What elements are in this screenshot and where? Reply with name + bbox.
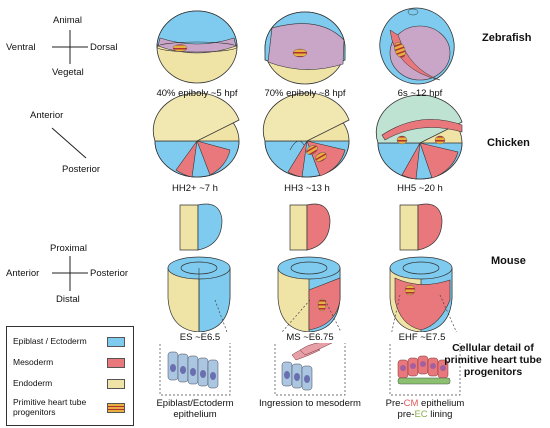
legend-label-ectoderm: Epiblast / Ectoderm [13,336,87,346]
cell-detail-ingression [281,342,333,391]
pre-ec-suffix: lining [427,409,453,420]
axis-label-ventral: Ventral [6,42,36,53]
zebrafish-embryo-70-epiboly [264,11,346,85]
cell-detail-pre-cm [397,355,451,385]
pre-ec-ec: EC [414,409,428,420]
zebrafish-embryo-6s [379,7,455,85]
stage-zebrafish-2: 70% epiboly ~8 hpf [264,88,346,99]
legend-label-mesoderm: Mesoderm [13,357,54,367]
axis-label-proximal: Proximal [50,243,87,254]
stage-mouse-2: MS ~E6.75 [260,332,360,343]
axis-label-anterior: Anterior [30,110,64,121]
axis-label-anterior-mouse: Anterior [6,268,40,279]
axis-label-vegetal: Vegetal [52,67,84,78]
legend-swatch-ectoderm [107,337,125,347]
chicken-axis-line [51,127,87,159]
mouse-embryo-ehf-upper [399,203,443,251]
axis-label-posterior: Posterior [62,164,101,175]
axis-label-distal: Distal [56,294,80,305]
axis-label-animal: Animal [53,15,83,26]
zebrafish-axis-cross [52,30,88,64]
cellular-detail-header: Cellular detail of primitive heart tube … [444,342,542,378]
species-label-zebrafish: Zebrafish [482,32,532,44]
stage-mouse-3: EHF ~E7.5 [372,332,472,343]
mouse-axis-cross [52,256,88,291]
legend-label-endoderm: Endoderm [13,378,53,388]
pre-cm-cm: CM [403,398,419,409]
species-label-chicken: Chicken [487,137,530,149]
mouse-embryo-ms-upper [289,203,331,251]
mouse-embryo-es-lower [167,256,231,333]
mouse-embryo-ehf-lower [389,256,453,333]
chicken-embryo-hh3 [262,92,350,178]
detail-caption-ingression: Ingression to mesoderm [259,398,361,409]
legend-swatch-mesoderm [107,358,125,368]
pre-ec-prefix: pre- [397,409,415,420]
stage-zebrafish-1: 40% epiboly ~5 hpf [156,88,238,99]
chicken-embryo-hh5 [375,94,463,180]
cell-detail-epithelium [167,351,219,389]
stage-zebrafish-3: 6s ~12 hpf [397,88,443,99]
stage-chicken-2: HH3 ~13 h [284,183,330,194]
legend-label-progenitors: Primitive heart tube progenitors [13,397,87,417]
pre-cm-prefix: Pre- [385,398,404,409]
legend-swatch-endoderm [107,379,125,389]
species-label-mouse: Mouse [491,255,526,267]
mouse-embryo-ms-lower [277,256,341,333]
legend-swatch-progenitors [107,403,125,413]
axis-label-posterior-mouse: Posterior [90,268,129,279]
detail-caption-pre-cm: Pre-CM epithelium pre-EC lining [370,398,480,420]
stage-chicken-3: HH5 ~20 h [397,183,443,194]
axis-label-dorsal: Dorsal [90,42,118,53]
stage-mouse-1: ES ~E6.5 [150,332,250,343]
mouse-embryo-es-upper [179,203,223,251]
pre-cm-suffix: epithelium [418,398,465,409]
zebrafish-embryo-40-epiboly [156,10,238,84]
chicken-embryo-hh2 [152,92,240,178]
legend: Epiblast / Ectoderm Mesoderm Endoderm Pr… [6,326,134,426]
stage-chicken-1: HH2+ ~7 h [172,183,218,194]
detail-caption-epithelium: Epiblast/Ectoderm epithelium [156,398,234,420]
